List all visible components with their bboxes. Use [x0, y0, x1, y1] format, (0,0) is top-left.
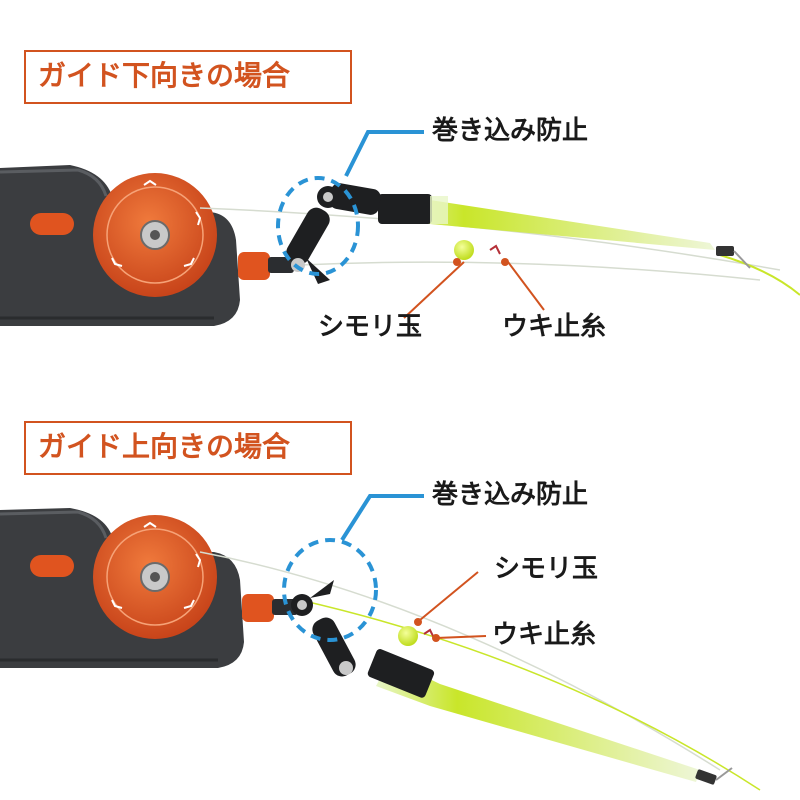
- label-bobber-stopper-top: ウキ止糸: [502, 312, 607, 342]
- spool-top: [93, 173, 217, 297]
- shimori-bead-bottom: [398, 626, 418, 646]
- label-entanglement-prevention-top: 巻き込み防止: [432, 116, 589, 146]
- line-top-lower: [299, 261, 761, 281]
- guide-arm-top: [286, 183, 381, 284]
- release-button-top: [30, 213, 74, 235]
- callout-circle-top: [276, 176, 360, 276]
- release-button-bottom: [30, 555, 74, 577]
- callout-leader-top: [344, 130, 424, 177]
- bobber-stopper-bottom: [423, 628, 435, 639]
- callout-circle-bottom: [282, 538, 378, 642]
- label-shimori-bead-bottom: シモリ玉: [494, 554, 599, 584]
- top-panel: [0, 130, 800, 326]
- rod-tip-bottom: [376, 660, 700, 782]
- spool-bottom: [93, 515, 217, 639]
- bottom-panel: [0, 494, 761, 791]
- line-bottom-upper: [199, 551, 721, 771]
- rod-tip-top: [380, 196, 715, 250]
- label-shimori-bead-top: シモリ玉: [318, 312, 423, 342]
- callout-leader-bottom: [340, 494, 424, 542]
- guide-arm-bottom: [291, 580, 356, 677]
- label-entanglement-prevention-bottom: 巻き込み防止: [432, 480, 589, 510]
- panel-title-bottom: ガイド上向きの場合: [24, 421, 352, 475]
- bobber-stopper-top: [489, 244, 501, 255]
- shimori-bead-top: [454, 240, 474, 260]
- reel-nose-top: [238, 252, 270, 280]
- reel-nose-bottom: [242, 594, 274, 622]
- line-bottom-lower: [299, 599, 761, 791]
- panel-title-top: ガイド下向きの場合: [24, 50, 352, 104]
- label-bobber-stopper-bottom: ウキ止糸: [492, 620, 597, 650]
